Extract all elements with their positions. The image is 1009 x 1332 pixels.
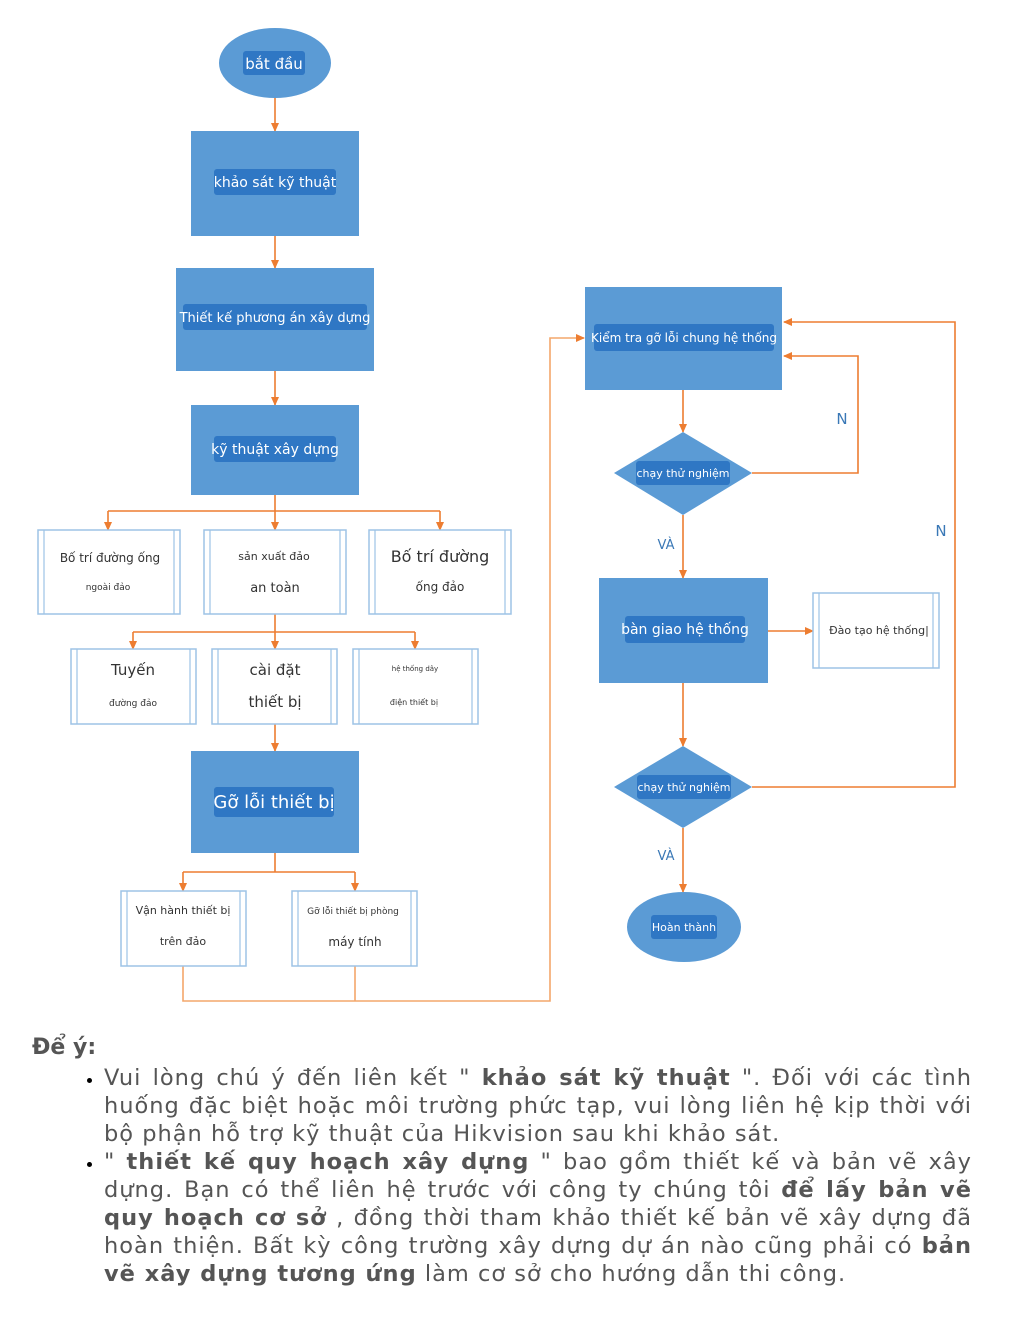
debug-room-node: Gỡ lỗi thiết bị phòng máy tính: [291, 890, 418, 967]
wiring-label-2: điện thiết bị: [390, 697, 438, 708]
pipe-outside-label-1: Bố trí đường ống: [60, 551, 160, 565]
pipe-island-label-1: Bố trí đường: [391, 547, 490, 566]
pipe-outside-label-2: ngoài đảo: [86, 582, 131, 593]
start-node: bắt đầu: [219, 28, 331, 98]
edge-labels: N VÀ N VÀ: [658, 410, 947, 864]
operate-label-1: Vận hành thiết bị: [136, 904, 231, 917]
construction-node: kỹ thuật xây dựng: [191, 405, 359, 495]
install-label-2: thiết bị: [248, 693, 301, 711]
notes-list: Vui lòng chú ý đến liên kết " khảo sát k…: [32, 1064, 972, 1288]
trial1-label: chạy thử nghiệm: [637, 467, 730, 480]
note2-bold-3: bản vẽ xây dựng tương ứng: [104, 1233, 972, 1287]
connectors: [104, 97, 956, 1002]
finish-node: Hoàn thành: [627, 892, 741, 962]
handover-label: bàn giao hệ thống: [621, 621, 749, 638]
trial2-label: chạy thử nghiệm: [638, 781, 731, 794]
route-label-1: Tuyến: [110, 661, 155, 679]
safe-island-label-1: sản xuất đảo: [238, 550, 310, 563]
trial2-decision: chạy thử nghiệm: [614, 746, 752, 828]
note1-text-post: ". Đối với các tình huống đặc biệt hoặc …: [104, 1065, 972, 1147]
debug-room-label-1: Gỡ lỗi thiết bị phòng: [307, 906, 399, 917]
note2-text-pre: ": [104, 1149, 127, 1175]
pipe-outside-node: Bố trí đường ống ngoài đảo: [37, 529, 181, 615]
install-label-1: cài đặt: [250, 661, 301, 679]
notes-title: Để ý:: [32, 1035, 97, 1060]
safe-island-node: sản xuất đảo an toàn: [203, 529, 347, 615]
trial1-decision: chạy thử nghiệm: [614, 432, 752, 515]
note2-text-mid-1: " bao gồm thiết kế và bản vẽ xây dựng. B…: [104, 1149, 973, 1203]
pipe-island-label-2: ống đảo: [416, 580, 465, 594]
wiring-node: hệ thống dây điện thiết bị: [352, 648, 479, 725]
design-node: Thiết kế phương án xây dựng: [176, 268, 374, 371]
construction-label: kỹ thuật xây dựng: [211, 442, 339, 458]
operate-label-2: trên đảo: [160, 935, 207, 948]
notes-section: Để ý: Vui lòng chú ý đến liên kết " khảo…: [32, 1034, 972, 1288]
route-label-2: đường đảo: [109, 698, 157, 709]
install-node: cài đặt thiết bị: [211, 648, 338, 725]
debug-node: Gỡ lỗi thiết bị: [191, 751, 359, 853]
safe-island-label-2: an toàn: [250, 581, 300, 596]
training-node: Đào tạo hệ thống|: [812, 592, 940, 669]
debug-label: Gỡ lỗi thiết bị: [213, 792, 334, 813]
note-item-design: " thiết kế quy hoạch xây dựng " bao gồm …: [104, 1148, 972, 1288]
route-node: Tuyến đường đảo: [70, 648, 197, 725]
pipe-island-node: Bố trí đường ống đảo: [368, 529, 512, 615]
edge-label-yes-2: VÀ: [658, 848, 675, 864]
finish-label: Hoàn thành: [652, 921, 716, 934]
design-label: Thiết kế phương án xây dựng: [179, 311, 371, 326]
note2-bold-1: thiết kế quy hoạch xây dựng: [126, 1149, 530, 1175]
note2-text-post: làm cơ sở cho hướng dẫn thi công.: [416, 1261, 847, 1287]
edge-label-yes-1: VÀ: [658, 537, 675, 553]
debug-room-label-2: máy tính: [328, 935, 381, 949]
note2-bold-2: để lấy bản vẽ quy hoạch cơ sở: [104, 1177, 972, 1231]
edge-label-no-1: N: [836, 410, 847, 428]
edge-label-no-2: N: [935, 522, 946, 540]
training-label: Đào tạo hệ thống|: [829, 624, 929, 637]
wiring-label-1: hệ thống dây: [392, 665, 438, 673]
system-check-node: Kiểm tra gỡ lỗi chung hệ thống: [585, 287, 782, 390]
note-item-survey: Vui lòng chú ý đến liên kết " khảo sát k…: [104, 1064, 972, 1148]
start-label: bắt đầu: [245, 55, 303, 73]
system-check-label: Kiểm tra gỡ lỗi chung hệ thống: [591, 331, 777, 345]
survey-label: khảo sát kỹ thuật: [214, 175, 337, 191]
note1-text-pre: Vui lòng chú ý đến liên kết ": [104, 1065, 482, 1091]
note2-text-mid-2: , đồng thời tham khảo thiết kế bản vẽ xâ…: [104, 1205, 973, 1259]
handover-node: bàn giao hệ thống: [599, 578, 768, 683]
survey-node: khảo sát kỹ thuật: [191, 131, 359, 236]
note1-bold: khảo sát kỹ thuật: [481, 1065, 731, 1091]
operate-node: Vận hành thiết bị trên đảo: [120, 890, 247, 967]
flowchart: bắt đầu khảo sát kỹ thuật Thiết kế phươn…: [37, 28, 956, 1002]
